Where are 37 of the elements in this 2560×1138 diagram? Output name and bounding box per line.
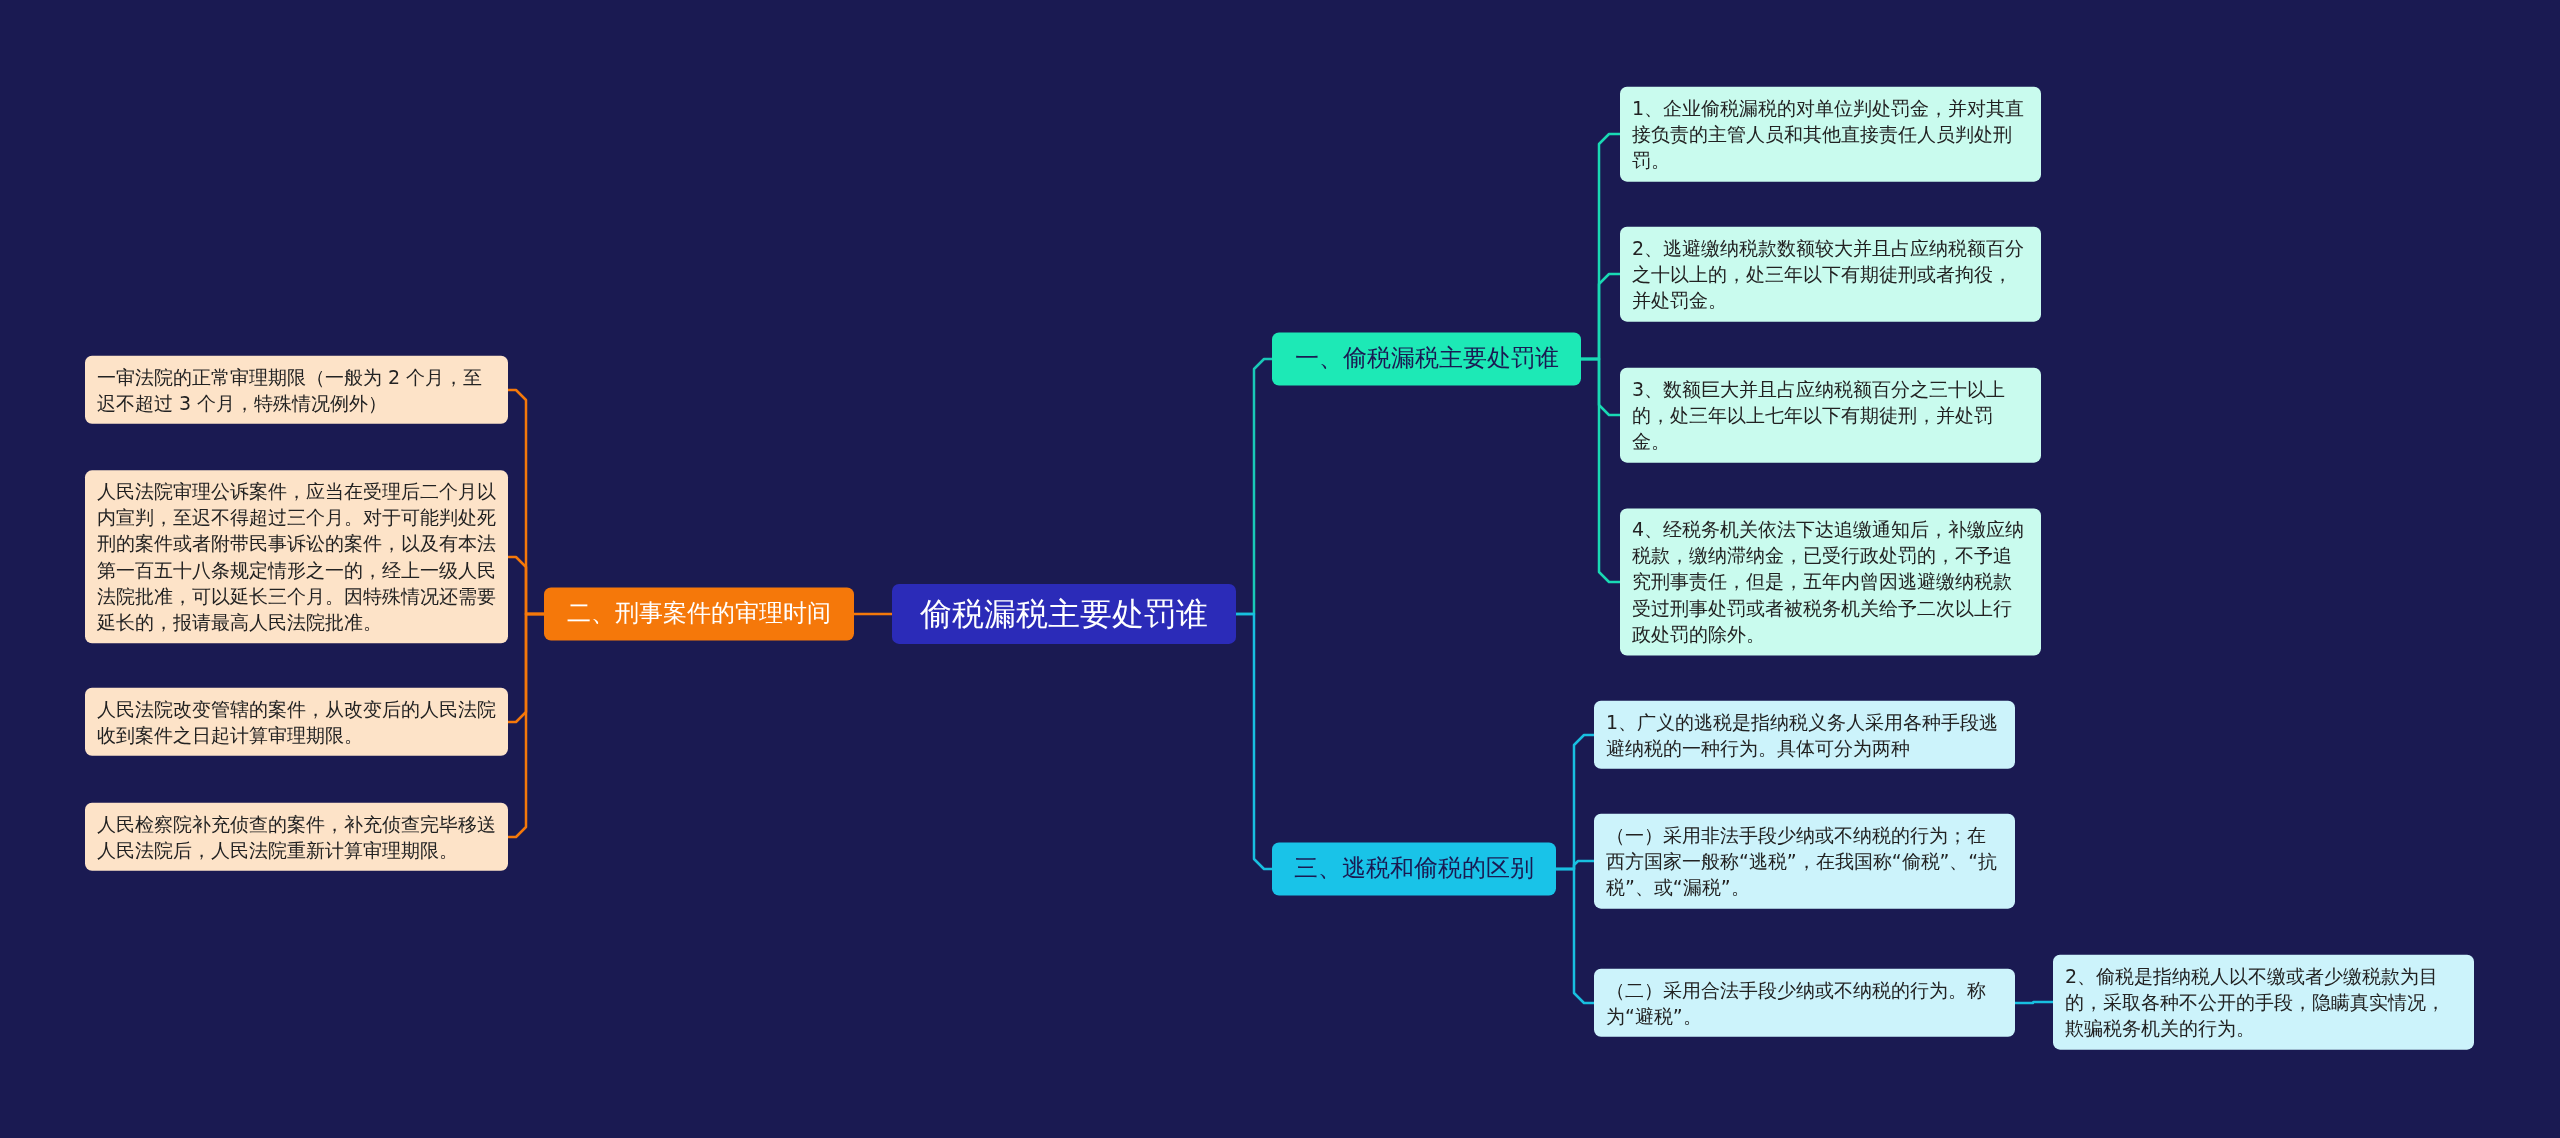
connector-line [854,612,892,616]
subtopic-box [85,802,508,872]
subtopic-text: （一）采用非法手段少纳或不纳税的行为；在西方国家一般称“逃税”，在我国称“偷税”、“抗税”、或“漏税”。 [1606,822,1999,901]
subtopic-box [1620,226,2041,322]
subtopic-box [85,355,508,425]
subtopic-text: 人民法院改变管辖的案件，从改变后的人民法院收到案件之日起计算审理期限。 [97,696,496,748]
branch-topic-text: 三、逃税和偷税的区别 [1293,853,1535,885]
subtopic-text: （二）采用合法手段少纳或不纳税的行为。称为“避税”。 [1606,977,1987,1029]
branch-topic-text: 一、偷税漏税主要处罚谁 [1293,343,1560,375]
subtopic-text: 2、逃避缴纳税款数额较大并且占应纳税额百分之十以上的，处三年以下有期徒刑或者拘役，并处罚金。 [1632,235,2026,314]
subtopic-box [2053,954,2474,1050]
subtopic-text: 人民检察院补充侦查的案件，补充侦查完毕移送人民法院后，人民法院重新计算审理期限。 [97,811,496,863]
connector-line [2015,1000,2053,1005]
subtopic-text: 一审法院的正常审理期限（一般为 2 个月，至迟不超过 3 个月，特殊情况例外） [97,364,484,416]
subtopic-box [1620,86,2041,182]
subtopic-text: 1、企业偷税漏税的对单位判处罚金，并对其直接负责的主管人员和其他直接责任人员判处刑罚。 [1632,95,2026,174]
subtopic-text: 人民法院审理公诉案件，应当在受理后二个月以内宣判，至迟不得超过三个月。对于可能判处死刑的案件或者附带民事诉讼的案件，以及有本法第一百五十八条规定情形之一的，经上一级人民法院批准，可以延长三个月。因特殊情况还需要延长的，报请最高人民法院批准。 [97,479,496,636]
subtopic-text: 1、广义的逃税是指纳税义务人采用各种手段逃避纳税的一种行为。具体可分为两种 [1606,709,2000,761]
subtopic-text: 2、偷税是指纳税人以不缴或者少缴税款为目的，采取各种不公开的手段，隐瞒真实情况，欺骗税务机关的行为。 [2065,963,2446,1042]
central-topic-box [892,583,1236,645]
subtopic-box [1594,968,2015,1038]
central-topic-text: 偷税漏税主要处罚谁 [919,593,1209,635]
branch-topic-box [544,587,854,641]
subtopic-box [1594,700,2015,770]
connector-line [1236,612,1272,871]
branch-topic-text: 二、刑事案件的审理时间 [566,598,832,630]
subtopic-box [1620,508,2041,656]
branch-topic-box [1272,842,1556,896]
connector-line [508,612,544,839]
subtopic-box [1594,813,2015,909]
subtopic-box [1620,367,2041,463]
branch-topic-box [1272,332,1581,386]
subtopic-text: 3、数额巨大并且占应纳税额百分之三十以上的，处三年以上七年以下有期徒刑，并处罚金。 [1632,376,2007,455]
subtopic-box [85,687,508,757]
connector-line [1581,357,1620,584]
subtopic-text: 4、经税务机关依法下达追缴通知后，补缴应纳税款，缴纳滞纳金，已受行政处罚的，不予追究刑事责任，但是，五年内曾因逃避缴纳税款受过刑事处罚或者被税务机关给予二次以上行政处罚的除外。 [1632,517,2026,648]
connector-line [1556,867,1594,1005]
